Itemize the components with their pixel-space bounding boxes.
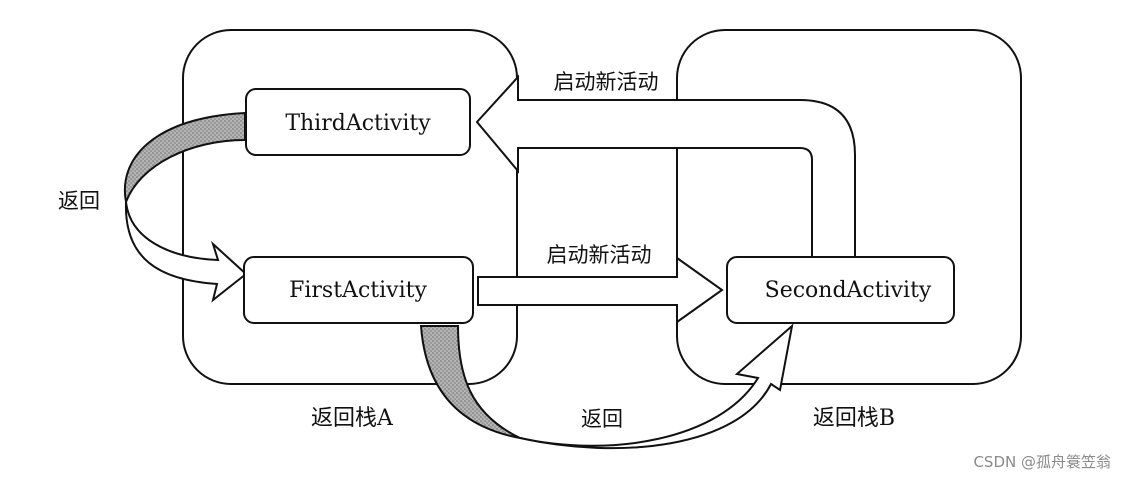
start-new-activity-mid-label: 启动新活动 bbox=[547, 243, 652, 267]
second-activity-label: SecondActivity bbox=[765, 278, 932, 303]
first-activity-label: FirstActivity bbox=[289, 278, 427, 303]
second-activity-box bbox=[726, 256, 955, 324]
third-activity-label: ThirdActivity bbox=[285, 111, 431, 136]
first-activity-box bbox=[243, 256, 474, 324]
back-bottom-label: 返回 bbox=[581, 407, 623, 431]
stack-b-label: 返回栈B bbox=[813, 406, 895, 431]
start-arrow-mid bbox=[477, 256, 724, 324]
start-new-activity-top-label: 启动新活动 bbox=[554, 70, 659, 94]
back-left-label: 返回 bbox=[58, 189, 100, 213]
watermark: CSDN @孤舟簑笠翁 bbox=[973, 453, 1111, 471]
back-arrow-bottom bbox=[519, 323, 794, 450]
stack-a-label: 返回栈A bbox=[311, 406, 394, 431]
third-activity-box bbox=[245, 88, 471, 156]
back-arrow-left bbox=[124, 201, 248, 303]
stack-a-container bbox=[182, 29, 518, 385]
start-arrow-top bbox=[475, 74, 856, 259]
